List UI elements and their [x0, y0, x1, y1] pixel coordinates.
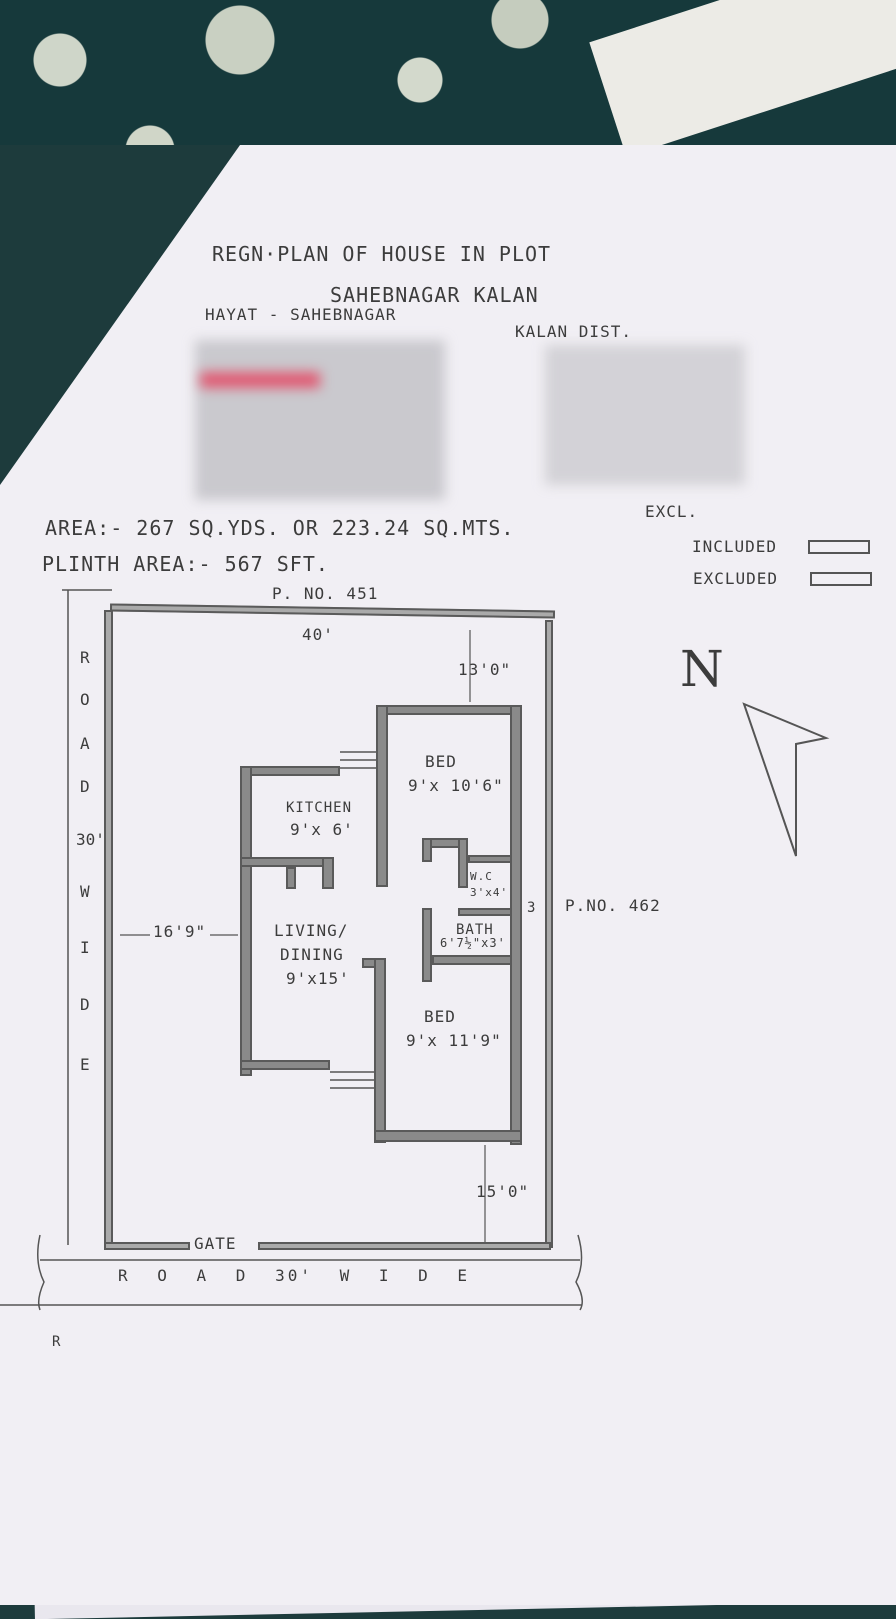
redacted-area-right [545, 345, 745, 485]
kitchen-size: 9'x 6' [290, 820, 354, 839]
house-wall-bottom [374, 1130, 522, 1142]
bath-wall-left [422, 908, 432, 982]
corner-letter: R [52, 1334, 62, 1350]
setback-bottom-label: 15'0" [476, 1182, 530, 1201]
plot-north-label: P. NO. 451 [272, 584, 379, 603]
wc-wall-inner [458, 838, 468, 888]
wc-wall-mid [468, 855, 512, 863]
road-left-letter: W [80, 882, 90, 901]
house-wall-right [510, 705, 522, 1145]
red-mark [200, 372, 320, 388]
plinth-area-text: PLINTH AREA:- 567 SFT. [42, 552, 329, 576]
plot-width-label: 40' [302, 625, 334, 644]
bed1-name: BED [425, 752, 457, 771]
compound-wall-bottom-right [258, 1242, 551, 1250]
wc-size: 3'x4' [470, 886, 509, 899]
bed1-wall-left [376, 705, 388, 887]
kitchen-wall-bottom [240, 857, 334, 867]
wc-wall-left [422, 838, 432, 862]
gate-label: GATE [194, 1234, 237, 1253]
wc-name: W.C [470, 870, 493, 883]
road-left-letter: E [80, 1055, 90, 1074]
living-wall-bottom [240, 1060, 330, 1070]
road-left-letter: I [80, 938, 90, 957]
district-text: KALAN DIST. [515, 322, 632, 341]
plan-subtitle: SAHEBNAGAR KALAN [330, 283, 539, 307]
bath-wall-top [458, 908, 512, 916]
bath-wall-bottom [432, 955, 512, 965]
legend-excluded-label: EXCLUDED [693, 569, 779, 588]
compound-wall-left [104, 610, 113, 1250]
road-left-letter: A [80, 734, 90, 753]
kitchen-name: KITCHEN [286, 800, 353, 816]
bed2-wall-left [374, 958, 386, 1143]
legend-included-label: INCLUDED [692, 537, 778, 556]
excl-text: EXCL. [645, 502, 699, 521]
side-mark: 3 [527, 900, 537, 916]
setback-top-label: 13'0" [458, 660, 512, 679]
legend-excluded-box [810, 572, 872, 586]
kitchen-wall-stub [322, 857, 334, 889]
redacted-area-left [195, 340, 445, 500]
bed2-size: 9'x 11'9" [406, 1031, 502, 1050]
road-left-letter: 30' [76, 830, 105, 849]
bed1-size: 9'x 10'6" [408, 776, 504, 795]
house-wall-top [376, 705, 522, 715]
north-arrow-icon [742, 702, 830, 857]
bath-name: BATH [456, 922, 494, 938]
kitchen-wall-top [240, 766, 340, 776]
road-bottom-label: R O A D 30' W I D E [118, 1266, 471, 1285]
living-size: 9'x15' [286, 969, 350, 988]
legend-included-box [808, 540, 870, 554]
area-text: AREA:- 267 SQ.YDS. OR 223.24 SQ.MTS. [45, 516, 515, 540]
living-name-2: DINING [280, 945, 344, 964]
kitchen-wall-stub2 [286, 867, 296, 889]
plot-east-label: P.NO. 462 [565, 896, 661, 915]
bed2-name: BED [424, 1007, 456, 1026]
road-left-letter: R [80, 648, 90, 667]
locality-text: HAYAT - SAHEBNAGAR [205, 305, 397, 324]
road-left-letter: O [80, 690, 90, 709]
plan-title: REGN·PLAN OF HOUSE IN PLOT [212, 242, 552, 266]
road-left-letter: D [80, 995, 90, 1014]
living-name: LIVING/ [274, 921, 349, 940]
house-wall-left [240, 766, 252, 1076]
compound-wall-right [545, 620, 553, 1248]
compound-wall-bottom-left [104, 1242, 190, 1250]
road-left-letter: D [80, 777, 90, 796]
setback-left-label: 16'9" [153, 922, 207, 941]
bath-size: 6'7½"x3' [440, 936, 506, 950]
north-label: N [680, 640, 725, 698]
